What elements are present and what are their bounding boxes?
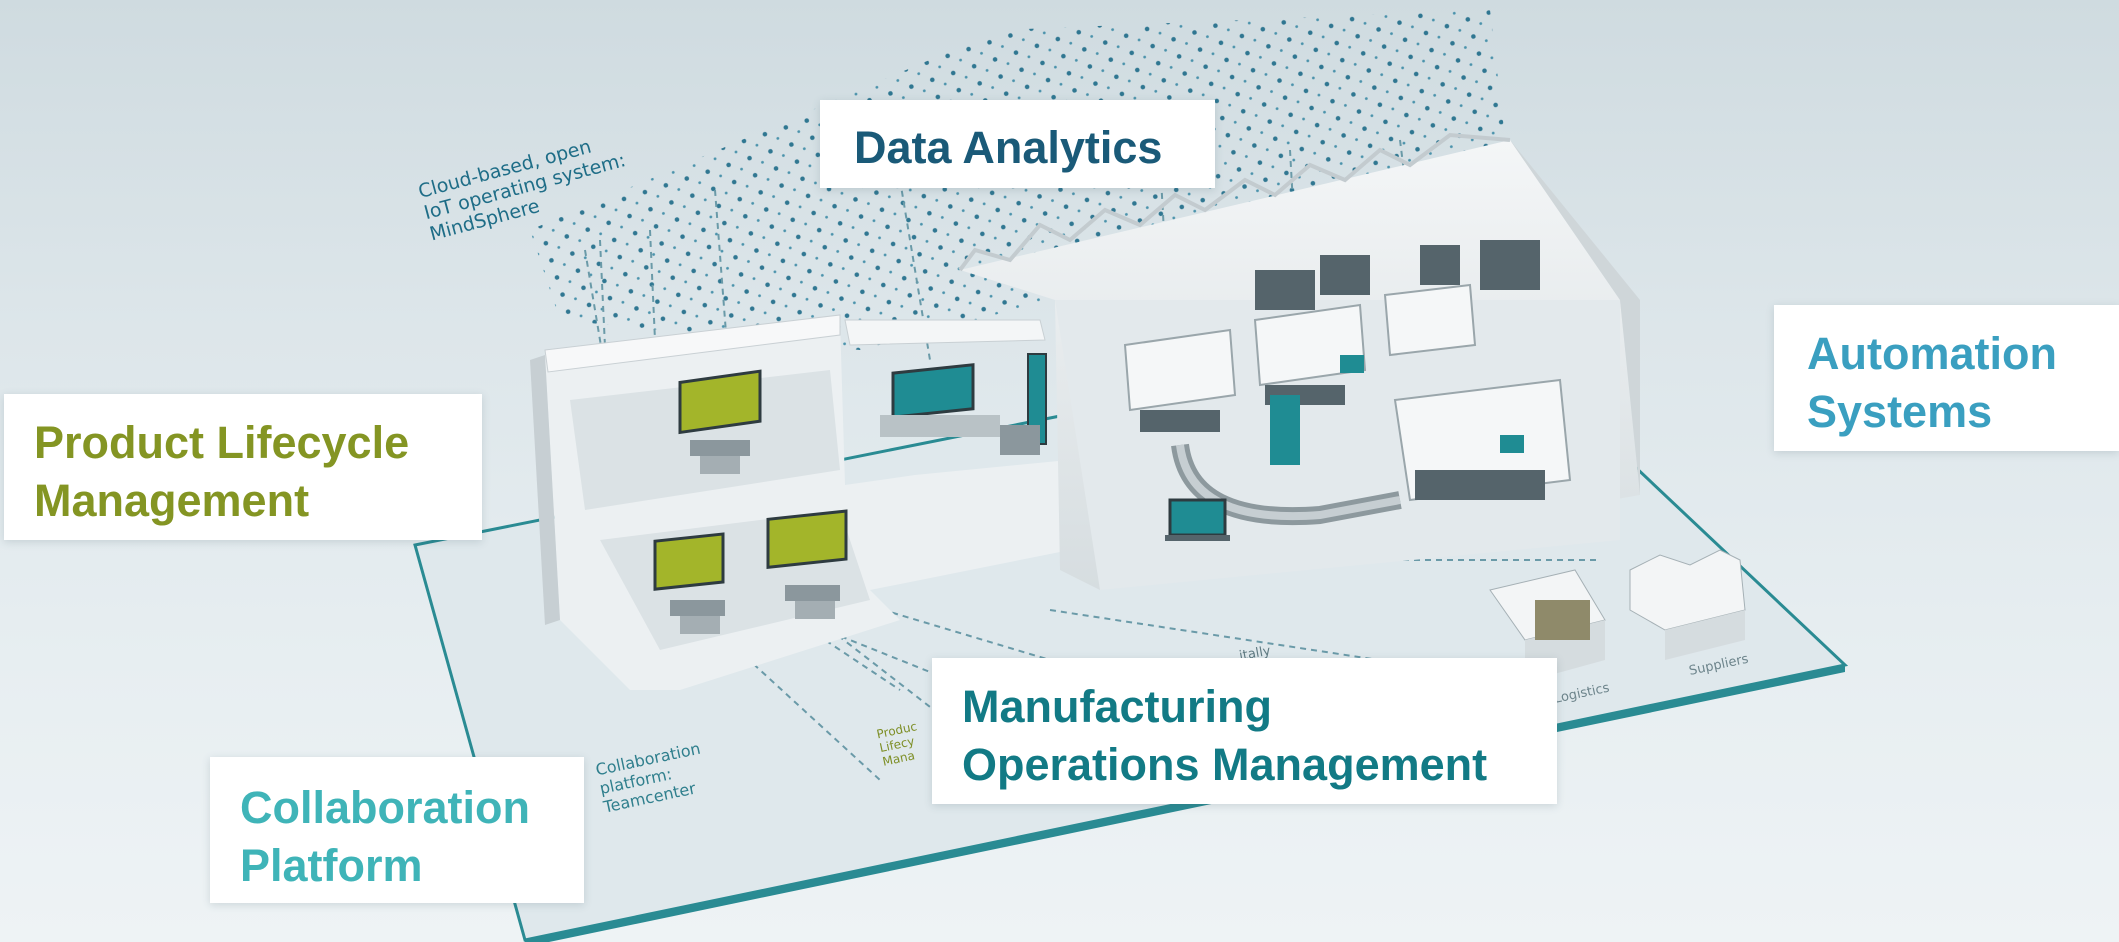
plm-text-line1: Product Lifecycle [34, 417, 410, 468]
screen-plm-1 [678, 369, 762, 435]
factory-hall [958, 132, 1640, 590]
data-analytics-text: Data Analytics [854, 122, 1163, 173]
office-building [530, 314, 1120, 690]
collaboration-platform-label: Collaboration Platform [210, 757, 584, 903]
screen-plm-3 [766, 509, 848, 569]
automation-text-line2: Systems [1807, 386, 1993, 437]
automation-text-line1: Automation [1807, 328, 2057, 379]
mom-text-line2: Operations Management [962, 739, 1488, 790]
plm-caption-line3: Mana [881, 748, 916, 768]
data-analytics-label: Data Analytics [820, 100, 1215, 188]
plm-text-line2: Management [34, 475, 310, 526]
screen-teal-1 [891, 363, 975, 419]
collab-text-line1: Collaboration [240, 782, 530, 833]
screen-plm-2 [653, 532, 725, 591]
mom-text-line1: Manufacturing [962, 681, 1272, 732]
plm-label: Product Lifecycle Management [4, 394, 482, 540]
collab-text-line2: Platform [240, 840, 423, 891]
suppliers-building [1629, 549, 1746, 660]
logistics-building [1489, 569, 1606, 682]
mom-label: Manufacturing Operations Management [932, 658, 1557, 804]
automation-systems-label: Automation Systems [1774, 305, 2119, 451]
